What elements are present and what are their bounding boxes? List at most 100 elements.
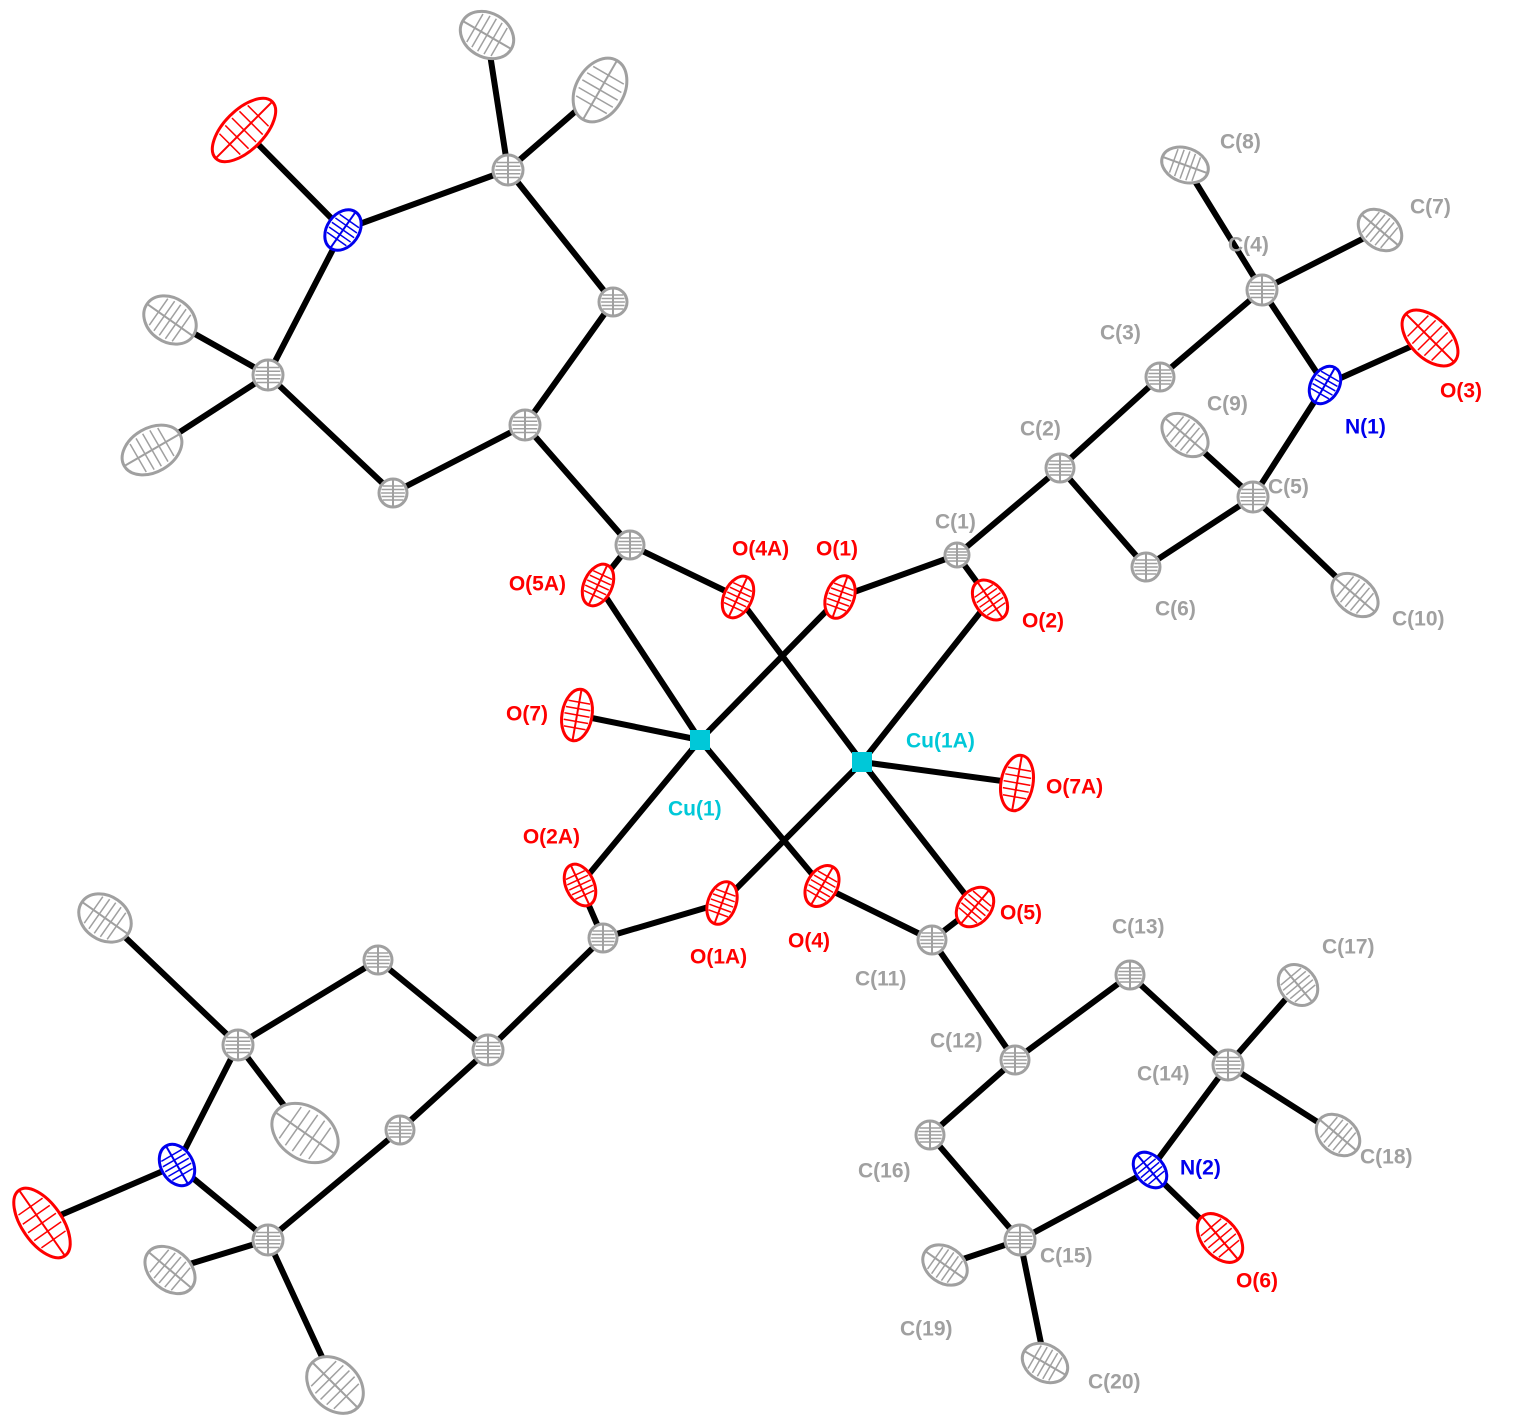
atom-oxygen-o4a (720, 574, 756, 620)
atom-oxygen-o5 (954, 885, 996, 929)
atom-nitrogen-nbl (157, 1142, 197, 1188)
atom-carbon-c11 (916, 924, 948, 956)
bond-cu1-o1 (697, 594, 843, 743)
atom-label-c16: C(16) (858, 1160, 911, 1183)
atom-principal-axis (569, 864, 591, 906)
atom-principal-axis (1011, 755, 1023, 811)
bond-c5-c6 (1143, 494, 1256, 570)
bond-cb2-cb3 (375, 957, 491, 1053)
atom-label-cu1a: Cu(1A) (906, 730, 975, 753)
atom-carbon-c16 (914, 1119, 946, 1151)
bond-c11-c12 (929, 937, 1018, 1063)
atom-principal-axis (810, 866, 834, 906)
atom-label-o3: O(3) (1440, 380, 1482, 403)
atom-carbon-c6 (1130, 551, 1162, 583)
atom-carbon-ca1 (614, 529, 646, 561)
atom-label-c17: C(17) (1322, 936, 1375, 959)
bond-n1-c5 (1250, 382, 1328, 500)
bond-c14-n2 (1147, 1062, 1231, 1173)
atom-label-o5: O(5) (1000, 902, 1042, 925)
atom-label-o7a: O(7A) (1046, 776, 1103, 799)
atom-carbon-c5 (1236, 480, 1270, 514)
atom-principal-axis (311, 1361, 359, 1409)
bond-c4-n1 (1259, 287, 1328, 388)
bond-c4-c8 (1182, 162, 1265, 293)
atom-label-c10: C(10) (1392, 608, 1445, 631)
atom-principal-axis (1334, 577, 1376, 613)
bond-ca4-ntl (340, 167, 511, 233)
atom-principal-axis (1136, 1154, 1164, 1186)
atom-principal-axis (1023, 1350, 1067, 1376)
atom-label-c18: C(18) (1360, 1146, 1413, 1169)
atom-nitrogen-ntl (323, 208, 363, 252)
bond-c6-c2 (1057, 465, 1149, 570)
atom-oxygen-o1a (705, 880, 739, 926)
atom-oxygen-o1 (823, 574, 857, 620)
atom-label-c13: C(13) (1112, 916, 1165, 939)
bond-ntl-otl (241, 127, 346, 233)
atom-carbon-c17 (1276, 963, 1320, 1007)
atom-carbon-c15 (1003, 1223, 1037, 1257)
atoms-layer (12, 9, 1460, 1415)
atom-label-c4: C(4) (1228, 234, 1269, 257)
bond-c1-o1 (837, 552, 960, 600)
bond-ca1-o4a (627, 542, 741, 600)
atom-carbon-ca6 (251, 358, 285, 392)
bond-cu1a-o1a (719, 759, 865, 906)
bond-nbl-obl (39, 1162, 180, 1226)
atom-nitrogen-n1 (1307, 364, 1343, 406)
atom-principal-axis (976, 581, 1004, 619)
bond-ca2-ca3 (522, 299, 616, 428)
atom-carbon-ca4 (491, 153, 525, 187)
atom-principal-axis (81, 901, 129, 935)
atom-principal-axis (1318, 1118, 1358, 1152)
atom-label-c11: C(11) (855, 968, 906, 991)
bond-cu1-o2a (577, 737, 703, 888)
atom-oxygen-o7 (560, 687, 594, 743)
atom-label-o1a: O(1A) (690, 946, 747, 969)
atom-principal-axis (215, 101, 273, 159)
atom-carbon-cb2 (471, 1033, 505, 1067)
bond-ca3-ca4 (505, 167, 616, 305)
atom-carbon-c14 (1211, 1048, 1245, 1082)
atom-nitrogen-n2 (1131, 1150, 1169, 1190)
bond-ca1-ca2 (522, 422, 633, 548)
atom-carbon-cb3 (362, 944, 394, 976)
bond-ntl-ca6 (265, 227, 346, 378)
atom-carbon-c1 (943, 541, 971, 569)
atom-principal-axis (147, 1251, 193, 1289)
bond-n2-c15 (1017, 1167, 1153, 1243)
atom-carbon-c9 (1160, 411, 1210, 459)
atom-label-n1: N(1) (1345, 416, 1386, 439)
atom-principal-axis (571, 689, 583, 741)
bond-cu1-o4 (697, 737, 825, 889)
atom-carbon-cb6 (251, 1223, 285, 1257)
bond-cu1-o7 (574, 712, 703, 743)
atom-label-c2: C(2) (1020, 418, 1061, 441)
atom-oxygen-otl (210, 96, 278, 164)
atom-label-o7: O(7) (506, 703, 548, 726)
bond-cu1a-o7a (859, 759, 1020, 786)
atom-label-o6: O(6) (1236, 1270, 1278, 1293)
atom-carbon-cb10 (305, 1355, 365, 1415)
atom-carbon-c7 (1356, 207, 1404, 253)
atom-label-c6: C(6) (1155, 598, 1196, 621)
bond-cu1a-o5 (859, 759, 978, 910)
atom-carbon-ca10 (120, 423, 184, 477)
atom-principal-axis (587, 564, 609, 606)
atom-carbon-c20 (1020, 1341, 1070, 1385)
atom-carbon-c10 (1330, 571, 1380, 619)
atom-carbon-cb9 (143, 1244, 197, 1296)
atom-carbon-cb5 (384, 1114, 416, 1146)
atom-carbon-c4 (1245, 273, 1279, 307)
bond-cb3-cb4 (235, 957, 381, 1048)
atom-principal-axis (831, 575, 849, 619)
bond-c1-c2 (954, 465, 1063, 558)
atom-carbon-ca3 (597, 286, 629, 318)
atom-principal-axis (1283, 967, 1313, 1003)
atom-carbon-ca8 (571, 56, 629, 124)
atom-oxygen-o3 (1400, 308, 1460, 368)
atom-principal-axis (1164, 417, 1206, 453)
atom-label-o5a: O(5A) (509, 573, 566, 596)
atom-principal-axis (165, 1145, 189, 1185)
